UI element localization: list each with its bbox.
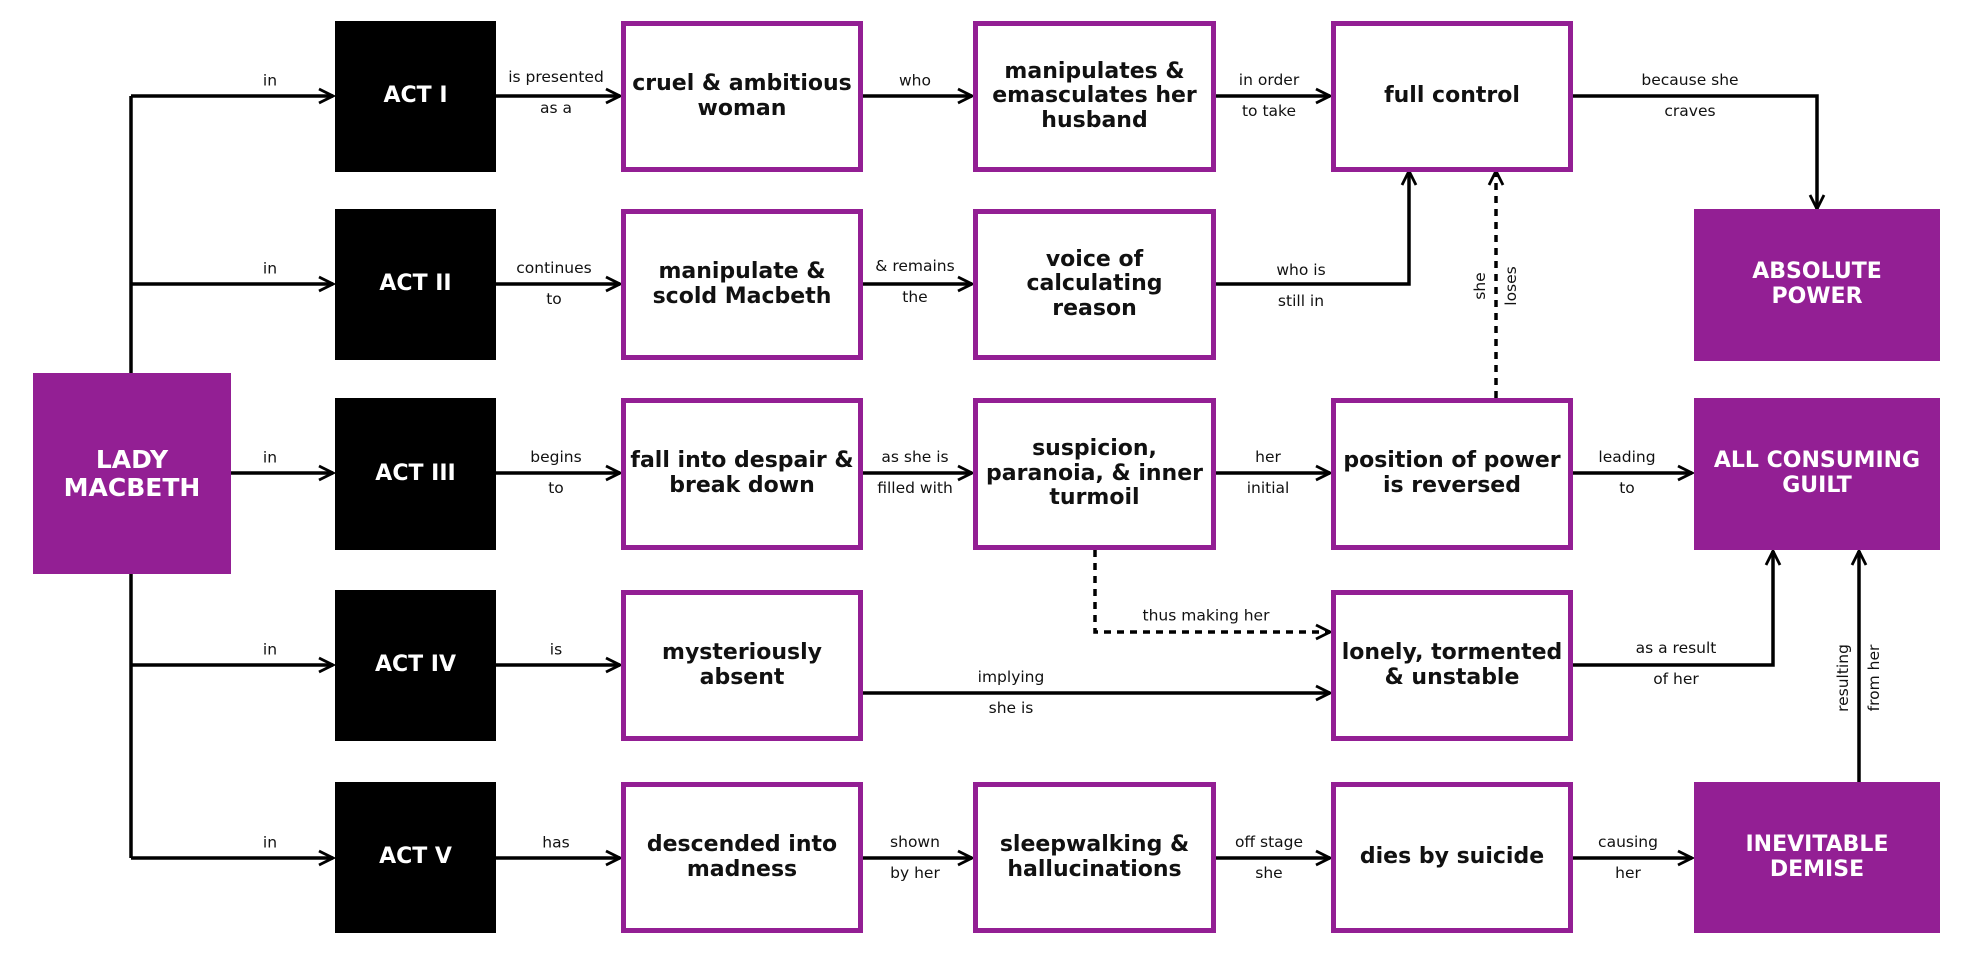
node-act-2: ACT II: [335, 209, 496, 360]
edge-label-her-initial: her initial: [1246, 448, 1290, 497]
edge-label-off-stage: off stage she: [1234, 833, 1304, 882]
edge-label-as-a-result: as a result of her: [1635, 639, 1717, 688]
node-position-reversed: position of power is reversed: [1331, 398, 1573, 550]
edge-label-is: is: [549, 640, 563, 659]
edge-label-is-presented: is presented as a: [508, 68, 604, 117]
node-descended-madness: descended into madness: [621, 782, 863, 933]
node-voice-of-reason: voice of calculating reason: [973, 209, 1216, 360]
node-suspicion-paranoia: suspicion, paranoia, & inner turmoil: [973, 398, 1216, 550]
node-full-control: full control: [1331, 21, 1573, 172]
edge-label-has: has: [542, 833, 570, 852]
edge-label-implying: implying she is: [977, 668, 1045, 717]
edge-label-in-order: in order to take: [1238, 71, 1300, 120]
edge-label-who-is: who is still in: [1276, 261, 1326, 310]
node-mysteriously-absent: mysteriously absent: [621, 590, 863, 741]
edge-label-because-she: because she craves: [1641, 71, 1739, 120]
node-lady-macbeth: LADY MACBETH: [33, 373, 231, 574]
edge-label-causing: causing her: [1598, 833, 1658, 882]
edge-label-in-act4: in: [262, 640, 278, 659]
edge-label-she-loses: she loses: [1471, 266, 1520, 306]
node-dies-by-suicide: dies by suicide: [1331, 782, 1573, 933]
edge-label-leading: leading to: [1598, 448, 1656, 497]
node-act-4: ACT IV: [335, 590, 496, 741]
edge-label-begins: begins to: [530, 448, 582, 497]
edge-label-continues: continues to: [516, 259, 592, 308]
node-act-1: ACT I: [335, 21, 496, 172]
edge-label-thus-making: thus making her: [1142, 606, 1270, 625]
node-despair-break-down: fall into despair & break down: [621, 398, 863, 550]
node-manipulate-scold: manipulate & scold Macbeth: [621, 209, 863, 360]
edge-label-who: who: [899, 71, 931, 90]
edge-lonely-guilt: [1573, 551, 1773, 667]
node-all-consuming-guilt: ALL CONSUMING GUILT: [1694, 398, 1940, 550]
edge-label-in-act5: in: [262, 833, 278, 852]
node-manipulates-emasculates: manipulates & emasculates her husband: [973, 21, 1216, 172]
edge-voice-control: [1216, 171, 1409, 286]
edge-control-power: [1573, 94, 1817, 209]
edge-label-as-she-is: as she is filled with: [877, 448, 953, 497]
node-lonely-tormented: lonely, tormented & unstable: [1331, 590, 1573, 741]
edge-suspicion-lonely-dashed: [1093, 550, 1330, 632]
node-act-3: ACT III: [335, 398, 496, 550]
node-sleepwalking: sleepwalking & hallucinations: [973, 782, 1216, 933]
node-absolute-power: ABSOLUTE POWER: [1694, 209, 1940, 361]
node-cruel-ambitious-woman: cruel & ambitious woman: [621, 21, 863, 172]
edge-label-in-act2: in: [262, 259, 278, 278]
node-inevitable-demise: INEVITABLE DEMISE: [1694, 782, 1940, 933]
edge-label-remains: & remains the: [875, 257, 955, 306]
edge-label-in-act3: in: [262, 448, 278, 467]
node-act-5: ACT V: [335, 782, 496, 933]
edge-label-resulting: resulting from her: [1834, 644, 1883, 712]
edge-label-shown: shown by her: [890, 833, 940, 882]
edge-label-in-act1: in: [262, 71, 278, 90]
